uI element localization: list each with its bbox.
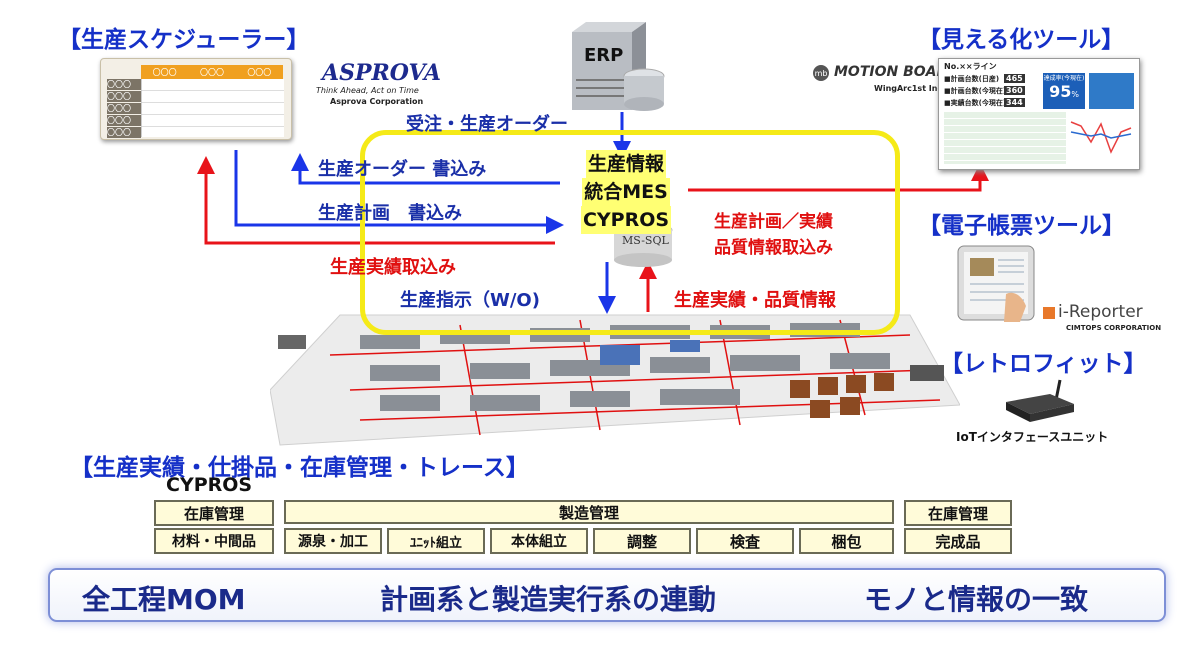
mes-line1: 生産情報 — [585, 150, 666, 178]
finished-goods-cell: 完成品 — [904, 528, 1012, 554]
label-instruction: 生産指示（W/O) — [400, 290, 540, 311]
mes-line2: 統合MES — [582, 178, 670, 206]
dashboard-rate-value: 95 — [1049, 82, 1072, 101]
label-actual-quality: 生産実績・品質情報 — [674, 290, 836, 311]
dashboard-row-1-label: ■計画台数(日産) — [944, 74, 1000, 83]
arrow-actual-in — [197, 156, 555, 245]
dashboard-row-3-value: 344 — [1004, 98, 1025, 107]
arrow-order-write — [291, 153, 560, 185]
materials-cell: 材料・中間品 — [154, 528, 274, 554]
scheduler-row-4: 〇〇〇 — [107, 115, 141, 126]
mes-line3: CYPROS — [580, 206, 672, 234]
dashboard-rows: ■計画台数(日産) 465 ■計画台数(今現在) 360 ■実績台数(今現在) … — [944, 73, 1025, 108]
scheduler-header-2: 〇〇〇 — [199, 67, 224, 77]
dashboard-row-1: ■計画台数(日産) 465 — [944, 73, 1025, 84]
arrow-plan-write — [234, 150, 564, 234]
mes-label: 生産情報 統合MES CYPROS — [570, 150, 682, 234]
banner-text-1: 全工程MOM — [82, 583, 246, 616]
inventory-right-header: 在庫管理 — [904, 500, 1012, 526]
scheduler-row-2: 〇〇〇 — [107, 91, 141, 102]
scheduler-title: 【生産スケジューラー】 — [58, 27, 310, 53]
dashboard-rate-label: 達成率(今現在) — [1043, 75, 1085, 82]
dashboard-row-3: ■実績台数(今現在) 344 — [944, 97, 1025, 108]
process-cell-5: 検査 — [696, 528, 794, 554]
label-plan-actual: 生産計画／実績 品質情報取込み — [714, 209, 833, 261]
retrofit-title: 【レトロフィット】 — [940, 351, 1147, 377]
scheduler-header-3: 〇〇〇 — [247, 67, 272, 77]
scheduler-row-3: 〇〇〇 — [107, 103, 141, 114]
svg-text:mb: mb — [815, 69, 828, 78]
label-plan-actual-2: 品質情報取込み — [714, 238, 833, 258]
inventory-left-header: 在庫管理 — [154, 500, 274, 526]
arrow-to-dashboard — [688, 163, 989, 192]
label-actual-in: 生産実績取込み — [330, 257, 456, 278]
dashboard-side-panel — [1089, 73, 1134, 109]
scheduler-row-labels: 〇〇〇 〇〇〇 〇〇〇 〇〇〇 〇〇〇 — [107, 79, 141, 138]
ireporter-icon — [1043, 307, 1055, 319]
dashboard-table — [944, 112, 1066, 164]
scheduler-header-row: 〇〇〇 〇〇〇 〇〇〇 — [141, 65, 283, 79]
dashboard-row-2: ■計画台数(今現在) 360 — [944, 85, 1025, 96]
label-plan-write: 生産計画 書込み — [318, 203, 462, 224]
erp-label: ERP — [584, 45, 624, 66]
manufacturing-header: 製造管理 — [284, 500, 894, 524]
mes-highlight-box — [360, 130, 900, 335]
iot-device-icon — [1006, 379, 1074, 422]
scheduler-header-1: 〇〇〇 — [152, 67, 177, 77]
motionboard-icon: mb — [813, 65, 829, 81]
scheduler-row-1: 〇〇〇 — [107, 79, 141, 90]
asprova-logo: ASPROVA — [322, 60, 441, 86]
dashboard-row-1-value: 465 — [1004, 74, 1025, 83]
process-cell-2: ﾕﾆｯﾄ組立 — [387, 528, 485, 554]
mes-db-label: MS-SQL — [622, 234, 669, 247]
visualization-title: 【見える化ツール】 — [918, 27, 1125, 53]
factory-floor-illustration — [270, 314, 960, 446]
cypros-label: CYPROS — [166, 474, 253, 496]
ireporter-logo: i-Reporter — [1058, 302, 1143, 322]
label-plan-actual-1: 生産計画／実績 — [714, 212, 833, 232]
tablet-icon — [957, 245, 1035, 322]
process-cell-4: 調整 — [593, 528, 691, 554]
asprova-tagline: Think Ahead, Act on Time — [316, 86, 419, 95]
dashboard-row-3-label: ■実績台数(今現在) — [944, 98, 1007, 107]
tracking-title: 【生産実績・仕掛品・在庫管理・トレース】 — [70, 455, 529, 481]
motionboard-logo: MOTION BOARD — [834, 64, 959, 80]
dashboard-rate-unit: % — [1071, 90, 1079, 99]
dashboard-row-2-label: ■計画台数(今現在) — [944, 86, 1007, 95]
erp-server-icon — [572, 22, 665, 111]
process-cell-3: 本体組立 — [490, 528, 588, 554]
dashboard-rate-panel: 達成率(今現在) 95% — [1043, 73, 1085, 109]
label-order-in: 受注・生産オーダー — [406, 114, 568, 135]
process-cell-1: 源泉・加工 — [284, 528, 382, 554]
bottom-banner — [48, 568, 1166, 622]
dashboard-row-2-value: 360 — [1004, 86, 1025, 95]
label-order-write: 生産オーダー 書込み — [318, 159, 487, 180]
eforms-title: 【電子帳票ツール】 — [918, 213, 1125, 239]
scheduler-row-5: 〇〇〇 — [107, 127, 141, 138]
cimtops-label: CIMTOPS CORPORATION — [1066, 324, 1162, 332]
wingarc-label: WingArc1st Inc. — [874, 84, 946, 93]
scheduler-screen: 〇〇〇 〇〇〇 〇〇〇 〇〇〇 〇〇〇 〇〇〇 〇〇〇 〇〇〇 — [100, 58, 292, 140]
banner-text-3: モノと情報の一致 — [864, 583, 1089, 616]
banner-text-2: 計画系と製造実行系の連動 — [380, 583, 717, 616]
dashboard-screen: No.××ライン ■計画台数(日産) 465 ■計画台数(今現在) 360 ■実… — [938, 58, 1140, 170]
asprova-corp: Asprova Corporation — [330, 97, 424, 106]
iot-label: IoTインタフェースユニット — [956, 430, 1109, 444]
scheduler-grid — [141, 79, 284, 137]
dashboard-chart — [1070, 121, 1132, 154]
process-cell-6: 梱包 — [799, 528, 894, 554]
dashboard-title: No.××ライン — [944, 62, 997, 71]
